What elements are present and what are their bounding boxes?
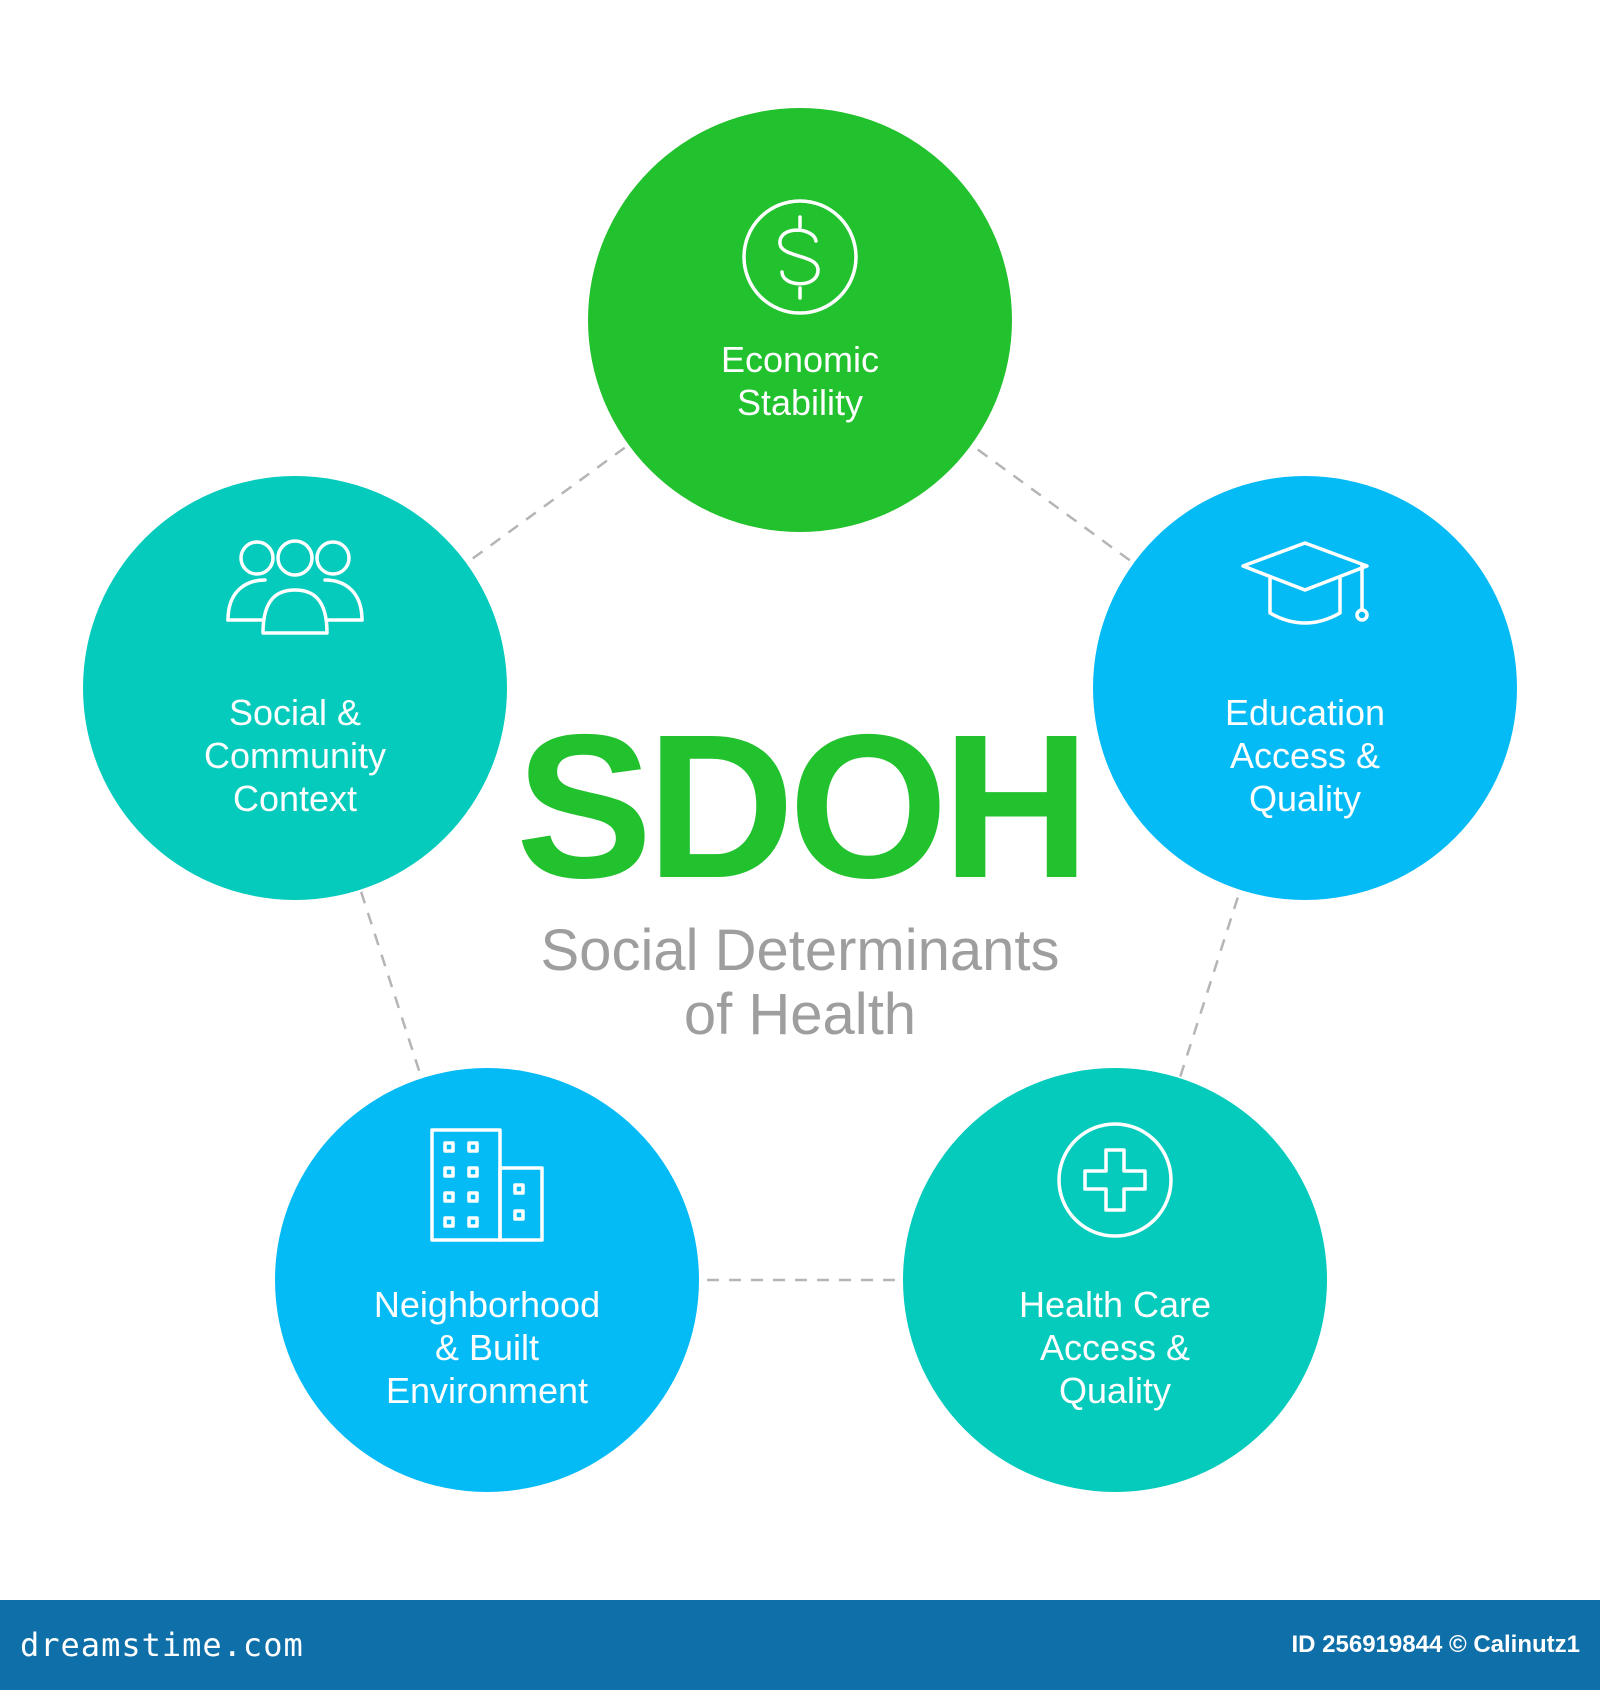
node-label-social-community-context-3: Context: [233, 778, 357, 819]
subtitle-line-1: Social Determinants: [541, 918, 1060, 983]
connector-line: [1113, 687, 1307, 1281]
connector-line: [293, 687, 489, 1281]
node-circle-education-access-quality: [1093, 476, 1517, 900]
node-label-social-community-context-1: Social &: [229, 692, 361, 733]
node-circle-neighborhood-built-environment: [275, 1068, 699, 1492]
node-label-neighborhood-built-environment-3: Environment: [386, 1370, 588, 1411]
people-group-icon: [226, 539, 364, 635]
buildings-icon: [430, 1128, 544, 1242]
node-label-education-access-quality-1: Education: [1225, 692, 1385, 733]
node-label-health-care-access-quality-1: Health Care: [1019, 1284, 1211, 1325]
node-circle-economic-stability: [588, 108, 1012, 532]
dollar-icon: [742, 199, 858, 315]
page-title: SDOH: [516, 692, 1084, 921]
graduation-cap-icon: [1241, 541, 1369, 625]
node-label-economic-stability-1: Economic: [721, 339, 879, 380]
footer-credit: ID 256919844 © Calinutz1: [1291, 1631, 1581, 1658]
node-label-economic-stability-2: Stability: [737, 382, 863, 423]
node-label-education-access-quality-2: Access &: [1230, 735, 1380, 776]
node-circle-social-community-context: [83, 476, 507, 900]
connector-line: [294, 318, 801, 690]
node-label-education-access-quality-3: Quality: [1249, 778, 1361, 819]
node-label-social-community-context-2: Community: [204, 735, 386, 776]
footer-bar: dreamstime.com ID 256919844 © Calinutz1: [0, 1600, 1600, 1690]
connector-ring: [293, 318, 1307, 1282]
node-label-health-care-access-quality-3: Quality: [1059, 1370, 1171, 1411]
medical-cross-icon: [1057, 1122, 1173, 1238]
subtitle-line-2: of Health: [684, 982, 916, 1047]
node-label-health-care-access-quality-2: Access &: [1040, 1327, 1190, 1368]
footer-brand[interactable]: dreamstime.com: [20, 1626, 304, 1664]
node-label-neighborhood-built-environment-2: & Built: [435, 1327, 539, 1368]
node-circle-health-care-access-quality: [903, 1068, 1327, 1492]
connector-line: [799, 318, 1306, 690]
node-label-neighborhood-built-environment-1: Neighborhood: [374, 1284, 600, 1325]
